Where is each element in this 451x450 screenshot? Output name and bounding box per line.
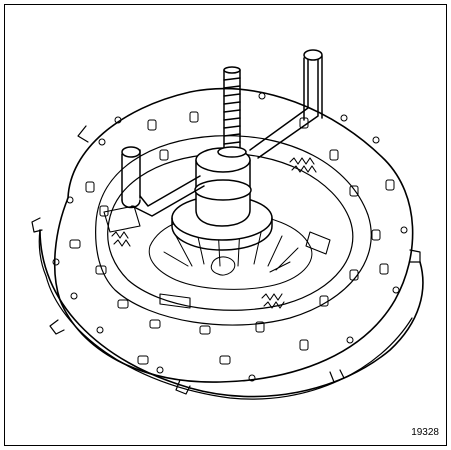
compression-tool <box>121 49 323 251</box>
figure-number: 19328 <box>411 427 439 438</box>
rivet-holes <box>52 92 408 382</box>
inner-ring <box>95 135 372 326</box>
tension-springs <box>103 157 331 309</box>
